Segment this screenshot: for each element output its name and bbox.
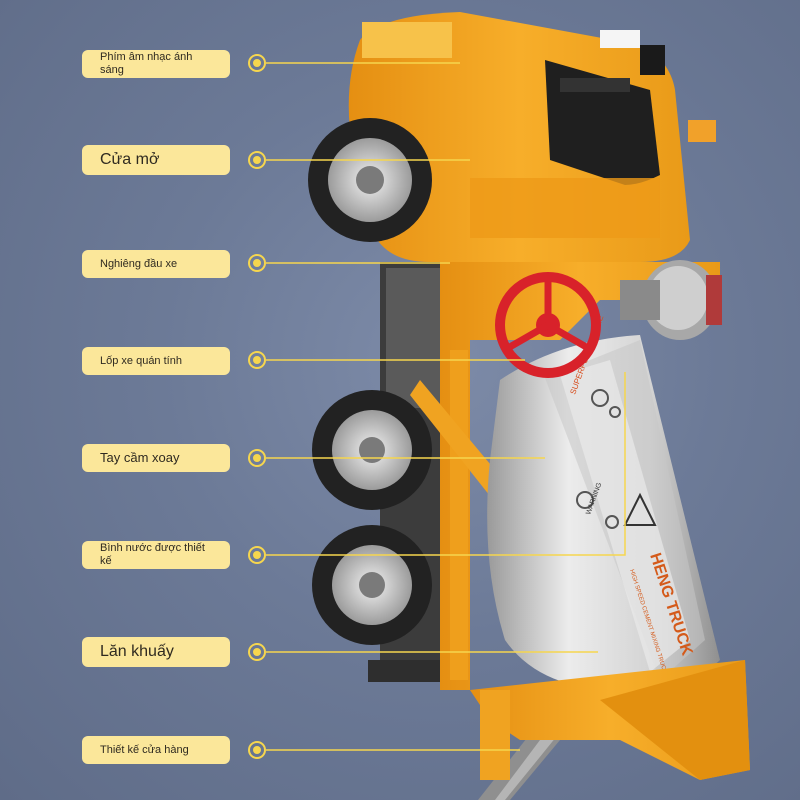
callout-dot (248, 643, 266, 661)
callout-inertia-tire: Lốp xe quán tính (82, 347, 230, 375)
callout-dot (248, 254, 266, 272)
callout-text: Nghiêng đầu xe (100, 257, 178, 270)
callout-dot (248, 54, 266, 72)
red-handwheel (495, 272, 601, 378)
rear-wheel (312, 525, 432, 645)
callout-discharge-design: Thiết kế cửa hàng (82, 736, 230, 764)
callout-water-tank: Bình nước được thiết kế (82, 541, 230, 569)
cab (348, 12, 716, 262)
middle-wheel (312, 390, 432, 510)
callout-dot (248, 741, 266, 759)
callout-dot (248, 449, 266, 467)
callout-rotating-handle: Tay cầm xoay (82, 444, 230, 472)
callout-text: Thiết kế cửa hàng (100, 743, 189, 756)
callout-text: Lốp xe quán tính (100, 354, 182, 367)
callout-tilting-cab: Nghiêng đầu xe (82, 250, 230, 278)
water-tank (620, 260, 722, 340)
rear-hopper (470, 660, 750, 780)
callout-dot (248, 151, 266, 169)
callout-text: Cửa mở (100, 150, 160, 168)
callout-opening-door: Cửa mở (82, 145, 230, 175)
callout-light-music-button: Phím âm nhạc ánh sáng (82, 50, 230, 78)
callout-leader-lines (266, 62, 626, 751)
callout-text: Phím âm nhạc ánh sáng (100, 51, 193, 76)
callout-text: Bình nước được thiết kế (100, 542, 205, 567)
front-wheel (308, 118, 432, 242)
callout-text: Tay cầm xoay (100, 449, 180, 465)
callout-mixing-drum: Lăn khuấy (82, 637, 230, 667)
callout-dot (248, 546, 266, 564)
callout-dot (248, 351, 266, 369)
callout-text: Lăn khuấy (100, 642, 174, 660)
